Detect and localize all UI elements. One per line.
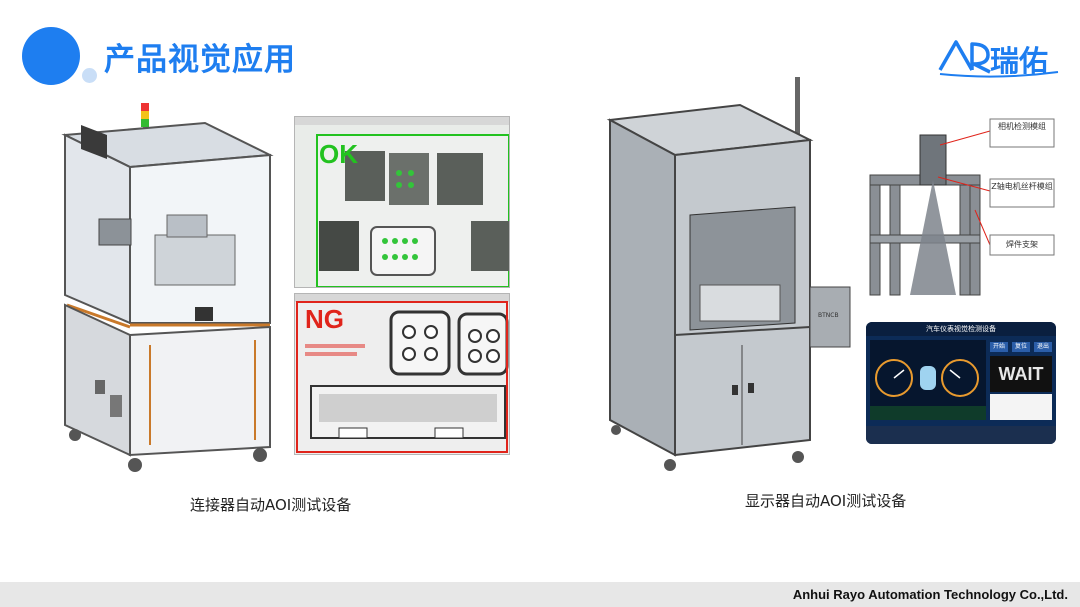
gantry-module-diagram [869, 118, 1055, 296]
ng-label: NG [305, 304, 344, 334]
result-table [990, 394, 1052, 420]
company-logo [938, 40, 1059, 78]
callout-z-axis-module: Z轴电机丝杆模组 [991, 182, 1053, 191]
connector-aoi-caption: 连接器自动AOI测试设备 [190, 496, 352, 514]
reset-button[interactable]: 复位 [1012, 342, 1030, 352]
dashboard-status-bar [866, 426, 1056, 444]
company-name: Anhui Rayo Automation Technology Co.,Ltd… [792, 587, 1068, 602]
dashboard-screenshot: 汽车仪表视觉检测设备 开始 复位 退出 WAIT [866, 322, 1056, 444]
connector-aoi-machine-image [61, 103, 274, 472]
title-decor-circle [22, 27, 80, 85]
ng-screenshot-graphic [295, 294, 509, 453]
exit-button[interactable]: 退出 [1034, 342, 1052, 352]
ng-inspection-screenshot: NG [294, 293, 510, 455]
display-aoi-machine-image [606, 77, 851, 471]
title-decor-dot [82, 68, 97, 83]
callout-weld-bracket: 焊件支架 [1006, 240, 1038, 249]
logo-text: 瑞佑 [990, 44, 1049, 78]
callout-camera-module: 相机检测模组 [998, 122, 1046, 131]
status-display: WAIT [990, 356, 1052, 392]
ok-inspection-screenshot: OK [294, 116, 510, 288]
dashboard-title: 汽车仪表视觉检测设备 [866, 322, 1056, 336]
page-title: 产品视觉应用 [104, 42, 296, 78]
start-button[interactable]: 开始 [990, 342, 1008, 352]
footer-bar [0, 582, 1080, 607]
display-aoi-caption: 显示器自动AOI测试设备 [745, 492, 907, 510]
ok-screenshot-graphic [295, 117, 509, 287]
ok-label: OK [319, 139, 358, 169]
machine-panel-label: BTNCB [818, 312, 839, 319]
gauge-cluster-graphic [870, 340, 986, 420]
